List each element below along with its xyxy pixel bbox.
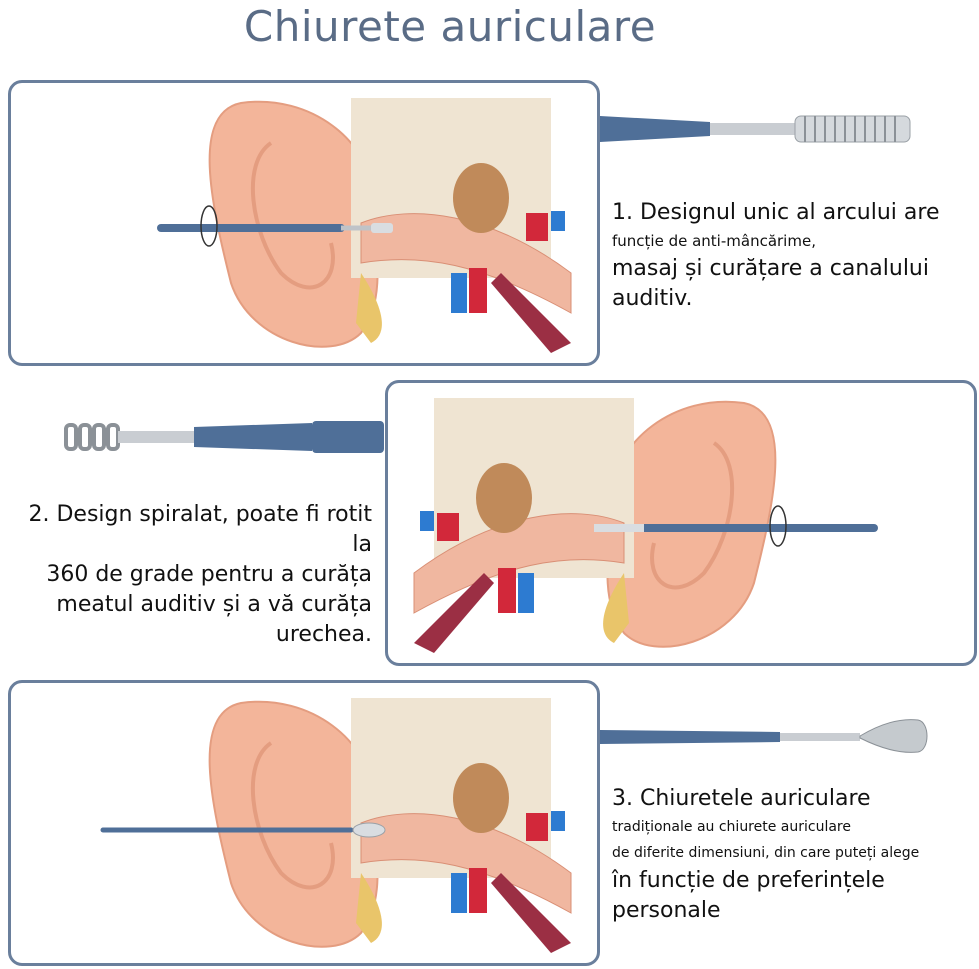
section-2-line-1: 2. Design spiralat, poate fi rotit la bbox=[28, 502, 372, 557]
section-3-description: 3. Chiuretele auriculare tradiționale au… bbox=[612, 784, 919, 926]
ear-cross-section-2 bbox=[413, 398, 878, 653]
section-3-line-5: personale bbox=[612, 898, 721, 923]
spoon-curette-tool-icon bbox=[600, 719, 928, 753]
ear-illustration-panel-3 bbox=[8, 680, 600, 966]
section-3-line-2: tradiționale au chiurete auriculare bbox=[612, 819, 851, 835]
section-2-line-4: urechea. bbox=[275, 622, 372, 647]
page-title: Chiurete auriculare bbox=[243, 2, 657, 51]
spring-curette-tool-icon bbox=[64, 421, 384, 453]
section-1-line-4: auditiv. bbox=[612, 286, 693, 311]
ear-cross-section-1 bbox=[157, 98, 572, 353]
section-1-line-1: 1. Designul unic al arcului are bbox=[612, 200, 940, 225]
section-3-line-3: de diferite dimensiuni, din care puteți … bbox=[612, 845, 920, 861]
spiral-curette-tool-icon bbox=[600, 115, 911, 143]
section-2-line-2: 360 de grade pentru a curăța bbox=[46, 562, 372, 587]
section-3-line-1: 3. Chiuretele auriculare bbox=[612, 786, 871, 811]
section-2-line-3: meatul auditiv și a vă curăța bbox=[56, 592, 372, 617]
ear-cross-section-3 bbox=[100, 698, 572, 953]
section-3-line-4: în funcție de preferințele bbox=[612, 868, 885, 893]
section-1-description: 1. Designul unic al arcului are funcție … bbox=[612, 198, 940, 314]
ear-illustration-panel-2 bbox=[385, 380, 977, 666]
ear-illustration-panel-1 bbox=[8, 80, 600, 366]
section-1-line-3: masaj și curățare a canalului bbox=[612, 256, 929, 281]
section-2-description: 2. Design spiralat, poate fi rotit la 36… bbox=[10, 500, 372, 650]
section-1-line-2: funcție de anti-mâncărime, bbox=[612, 232, 816, 250]
